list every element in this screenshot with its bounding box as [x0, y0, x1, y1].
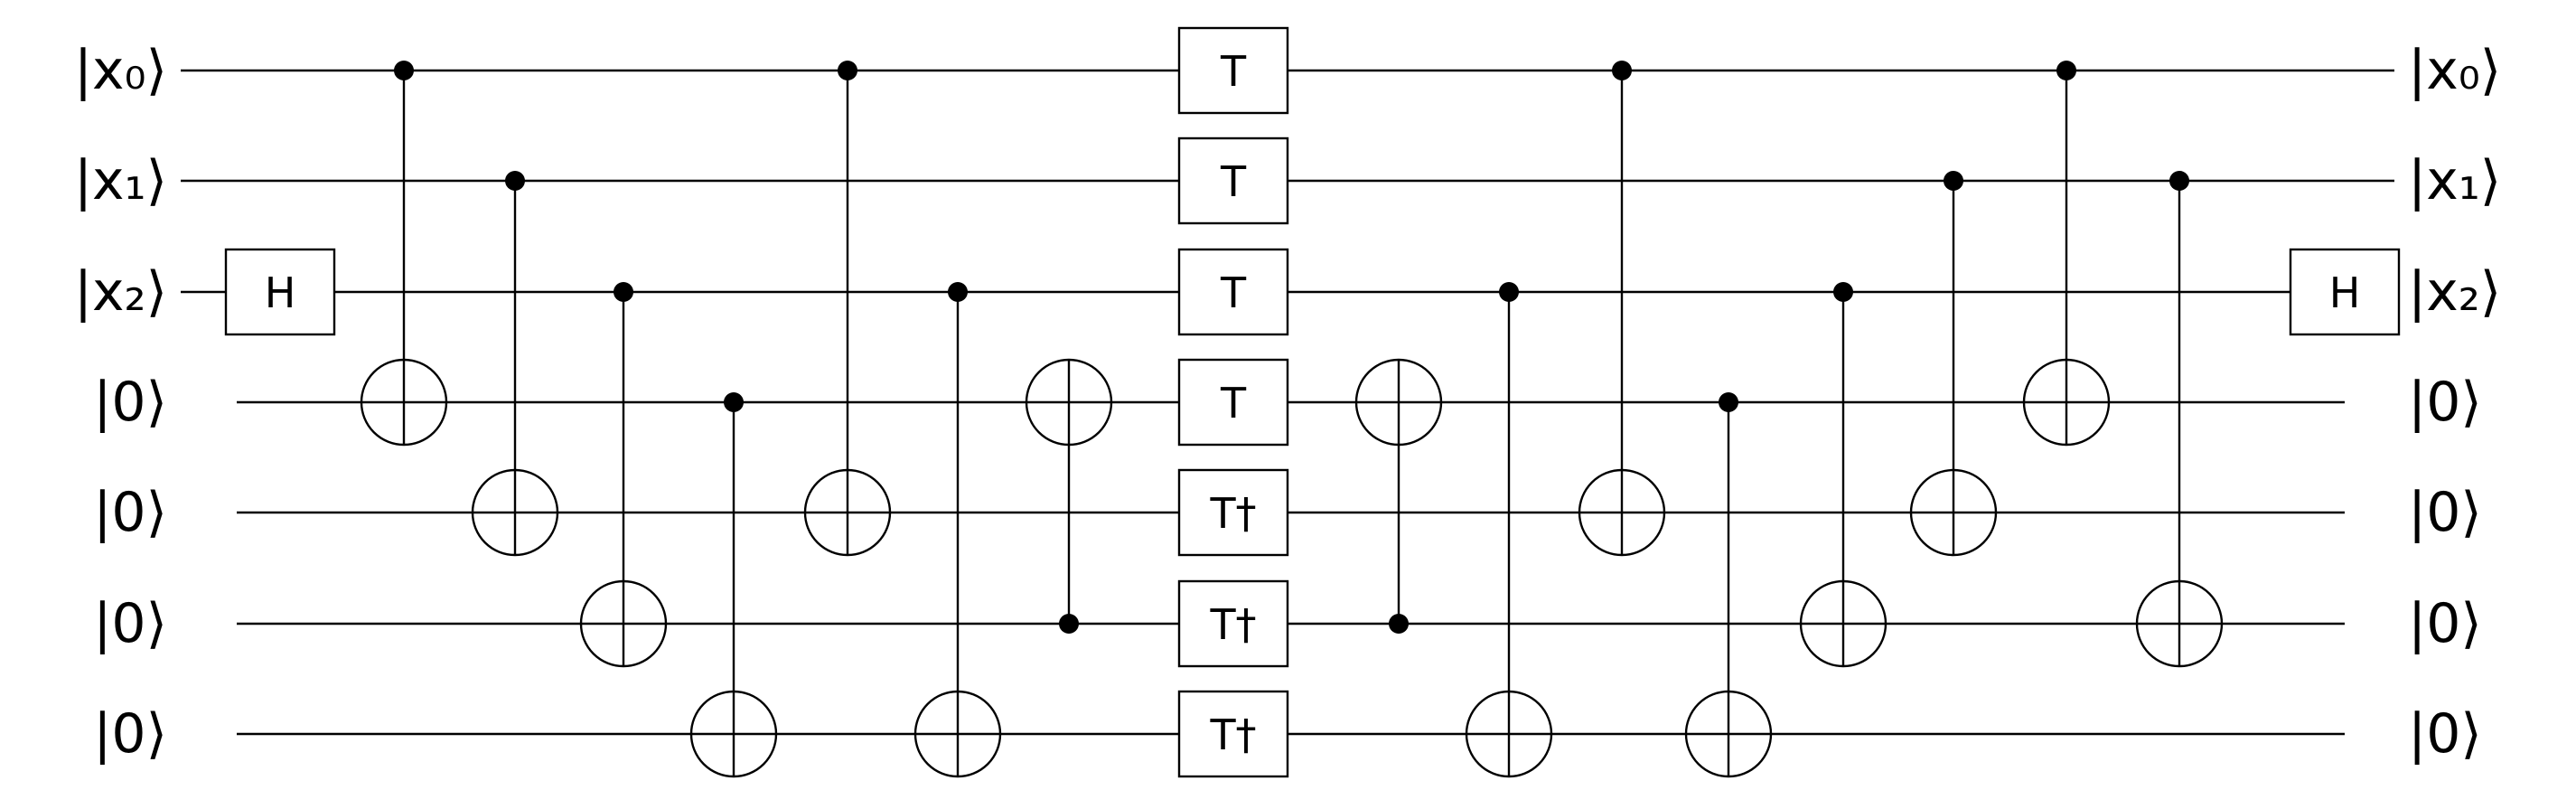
- gate-label: T†: [1209, 600, 1256, 649]
- output-label: |0⟩: [2408, 702, 2482, 766]
- cnot-target: [579, 579, 668, 668]
- cnot-control-dot: [1944, 171, 1963, 191]
- cnot-target: [1578, 468, 1666, 557]
- cnot-target: [689, 690, 778, 778]
- input-label: |x₁⟩: [74, 149, 167, 212]
- cnot-target: [1799, 579, 1888, 668]
- cnot-target: [1909, 468, 1998, 557]
- cnot-target: [1354, 358, 1443, 447]
- t-dagger-gate: T†: [1177, 690, 1289, 778]
- cnot-control-dot: [1612, 61, 1632, 80]
- cnot-control-dot: [505, 171, 525, 191]
- cnot-control-dot: [1719, 392, 1738, 412]
- t-gate: T: [1177, 358, 1289, 447]
- cnot-target: [913, 690, 1002, 778]
- cnot-control-dot: [2056, 61, 2076, 80]
- t-gate: T: [1177, 248, 1289, 336]
- cnot-target: [360, 358, 448, 447]
- t-gate: T: [1177, 136, 1289, 225]
- gate-label: H: [265, 268, 296, 317]
- cnot-target: [1025, 358, 1113, 447]
- t-dagger-gate: T†: [1177, 579, 1289, 668]
- cnot-control-dot: [614, 282, 633, 302]
- cnot-control-dot: [838, 61, 857, 80]
- t-dagger-gate: T†: [1177, 468, 1289, 557]
- input-label: |x₂⟩: [74, 260, 167, 324]
- output-label: |x₀⟩: [2408, 39, 2501, 102]
- cnot-control-dot: [1833, 282, 1853, 302]
- cnot-control-dot: [1389, 614, 1409, 634]
- gate-label: T: [1220, 157, 1247, 206]
- output-label: |0⟩: [2408, 592, 2482, 655]
- cnot-control-dot: [1499, 282, 1519, 302]
- gates: H T T T T T† T† T† H: [224, 26, 2401, 778]
- cnot-target: [2135, 579, 2224, 668]
- output-label: |0⟩: [2408, 371, 2482, 434]
- qubit-labels: |x₀⟩ |x₁⟩ |x₂⟩ |0⟩ |0⟩ |0⟩ |0⟩ |x₀⟩ |x₁⟩ |x₂⟩ |0⟩ |…: [74, 39, 2501, 766]
- gate-label: T: [1220, 268, 1247, 317]
- cnot-control-dot: [1059, 614, 1079, 634]
- cnot-control-dot: [394, 61, 414, 80]
- input-label: |0⟩: [93, 371, 167, 434]
- cnot-target: [803, 468, 892, 557]
- gate-label: H: [2329, 268, 2361, 317]
- cnot-control-dot: [948, 282, 968, 302]
- gate-label: T†: [1209, 710, 1256, 759]
- cnot-control-dot: [724, 392, 744, 412]
- gate-label: T†: [1209, 489, 1256, 538]
- hadamard-gate: H: [2289, 248, 2401, 336]
- gate-label: T: [1220, 47, 1247, 96]
- control-lines: [402, 71, 2181, 776]
- cnot-target: [1465, 690, 1553, 778]
- input-label: |0⟩: [93, 592, 167, 655]
- cnot-target: [471, 468, 559, 557]
- input-label: |x₀⟩: [74, 39, 167, 102]
- input-label: |0⟩: [93, 481, 167, 544]
- hadamard-gate: H: [224, 248, 336, 336]
- output-label: |x₁⟩: [2408, 149, 2501, 212]
- cnot-control-dot: [2169, 171, 2189, 191]
- input-label: |0⟩: [93, 702, 167, 766]
- output-label: |x₂⟩: [2408, 260, 2501, 324]
- cnot-target: [2022, 358, 2111, 447]
- gate-label: T: [1220, 379, 1247, 428]
- output-label: |0⟩: [2408, 481, 2482, 544]
- cnot-target: [1684, 690, 1773, 778]
- t-gate: T: [1177, 26, 1289, 115]
